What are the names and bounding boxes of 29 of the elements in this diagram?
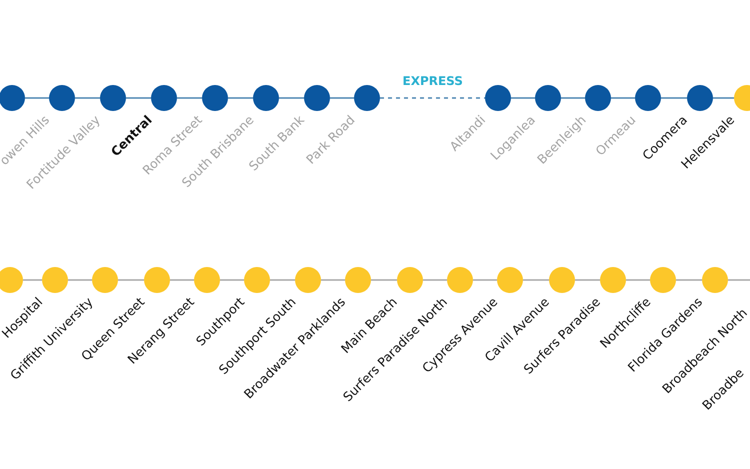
track-line — [676, 279, 702, 281]
track-line — [626, 279, 650, 281]
track-line — [611, 97, 635, 99]
track-line — [177, 97, 202, 99]
track-line — [75, 97, 100, 99]
track-line — [371, 279, 397, 281]
track-line — [170, 279, 194, 281]
track-line — [561, 97, 585, 99]
track-line — [228, 97, 253, 99]
track-line — [575, 279, 600, 281]
track-line — [511, 97, 535, 99]
track-line — [68, 279, 92, 281]
track-line — [661, 97, 687, 99]
track-line — [25, 97, 49, 99]
track-line — [423, 279, 447, 281]
track-line — [713, 97, 734, 99]
edge-label: EXPRESS — [400, 74, 465, 88]
track-line — [118, 279, 144, 281]
track-line — [23, 279, 42, 281]
track-line — [728, 279, 750, 281]
track-line — [523, 279, 549, 281]
track-line — [270, 279, 295, 281]
track-line — [473, 279, 497, 281]
track-line — [220, 279, 244, 281]
dashed-track-line — [380, 97, 485, 99]
track-line — [330, 97, 354, 99]
track-line — [279, 97, 304, 99]
track-line — [321, 279, 345, 281]
track-line — [126, 97, 151, 99]
